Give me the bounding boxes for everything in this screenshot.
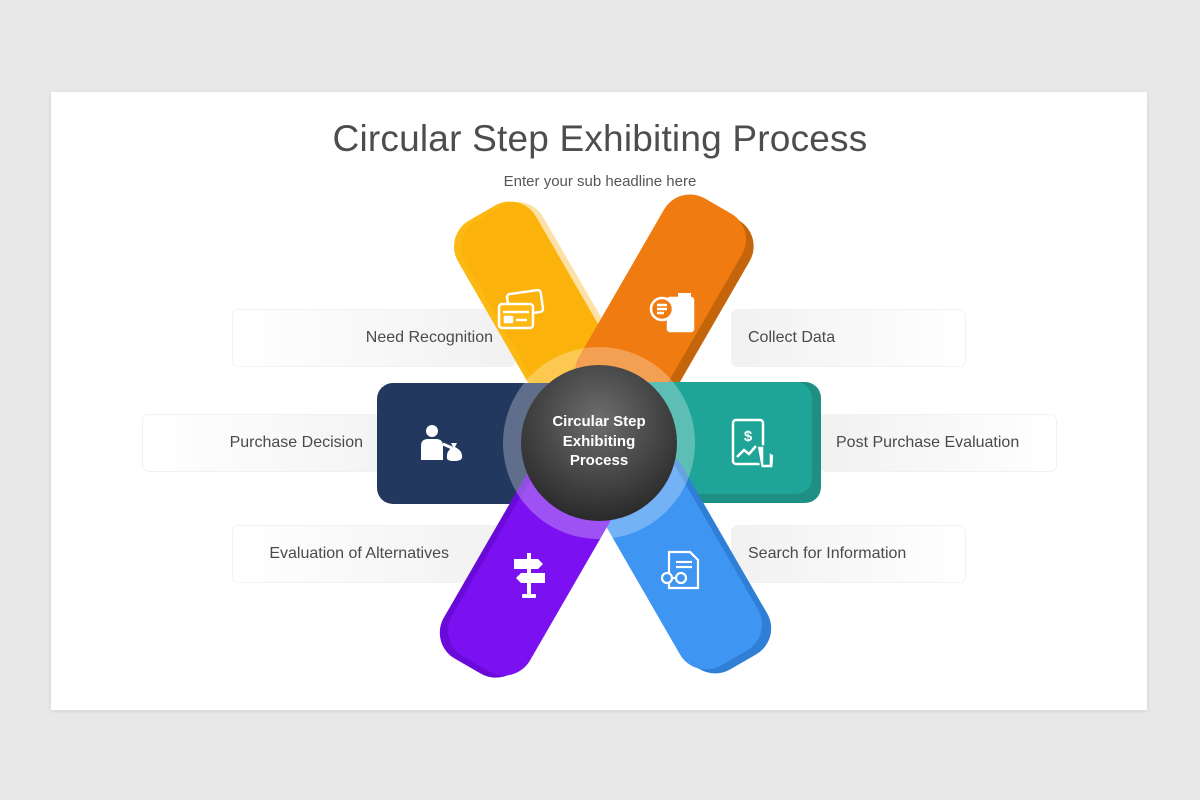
label-search-for-information-text: Search for Information <box>748 545 907 562</box>
label-collect-data: Collect Data <box>732 310 965 366</box>
slide-subtitle: Enter your sub headline here <box>503 173 697 190</box>
document-glasses-icon <box>660 550 700 590</box>
center-label-line-1: Circular Step <box>552 413 646 430</box>
label-evaluation-of-alternatives: Evaluation of Alternatives <box>233 526 513 582</box>
center-label-line-3: Process <box>569 452 629 469</box>
center-circle <box>521 365 677 521</box>
label-collect-data-text: Collect Data <box>748 329 836 346</box>
center-label-line-2: Exhibiting <box>562 432 636 450</box>
signpost-icon <box>514 553 545 598</box>
label-need-recognition: Need Recognition <box>233 310 515 366</box>
tablet-chart-icon: $ <box>731 418 775 469</box>
label-post-purchase-evaluation-text: Post Purchase Evaluation <box>836 434 1020 451</box>
credit-cards-icon <box>497 288 545 330</box>
label-purchase-decision-text: Purchase Decision <box>229 434 363 451</box>
label-evaluation-of-alternatives-text: Evaluation of Alternatives <box>269 545 449 562</box>
label-need-recognition-text: Need Recognition <box>365 329 493 346</box>
slide-title: Circular Step Exhibiting Process <box>332 118 868 159</box>
search-document-icon <box>649 293 695 333</box>
center-label: Circular Step Exhibiting Process <box>535 412 663 471</box>
label-post-purchase-evaluation: Post Purchase Evaluation <box>820 415 1056 471</box>
label-search-for-information: Search for Information <box>732 526 965 582</box>
svg-text:$: $ <box>744 428 753 445</box>
person-money-bag-icon <box>421 425 463 461</box>
